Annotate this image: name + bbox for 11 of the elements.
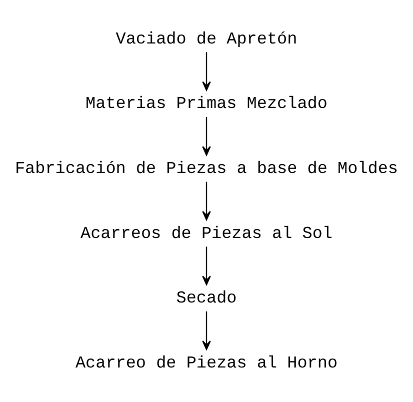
arrow [202, 182, 211, 220]
arrow [202, 52, 211, 91]
arrow [202, 246, 211, 286]
arrow [202, 311, 211, 350]
node-text: Acarreo de Piezas al Horno [75, 354, 338, 374]
arrow [202, 117, 211, 156]
node-text: Acarreos de Piezas al Sol [80, 224, 332, 244]
node-text: Secado [176, 290, 237, 309]
node-text: Fabricación de Piezas a base de Moldes [14, 160, 398, 180]
node-text: Materias Primas Mezclado [86, 95, 328, 114]
node-text: Vaciado de Apretón [116, 30, 298, 50]
